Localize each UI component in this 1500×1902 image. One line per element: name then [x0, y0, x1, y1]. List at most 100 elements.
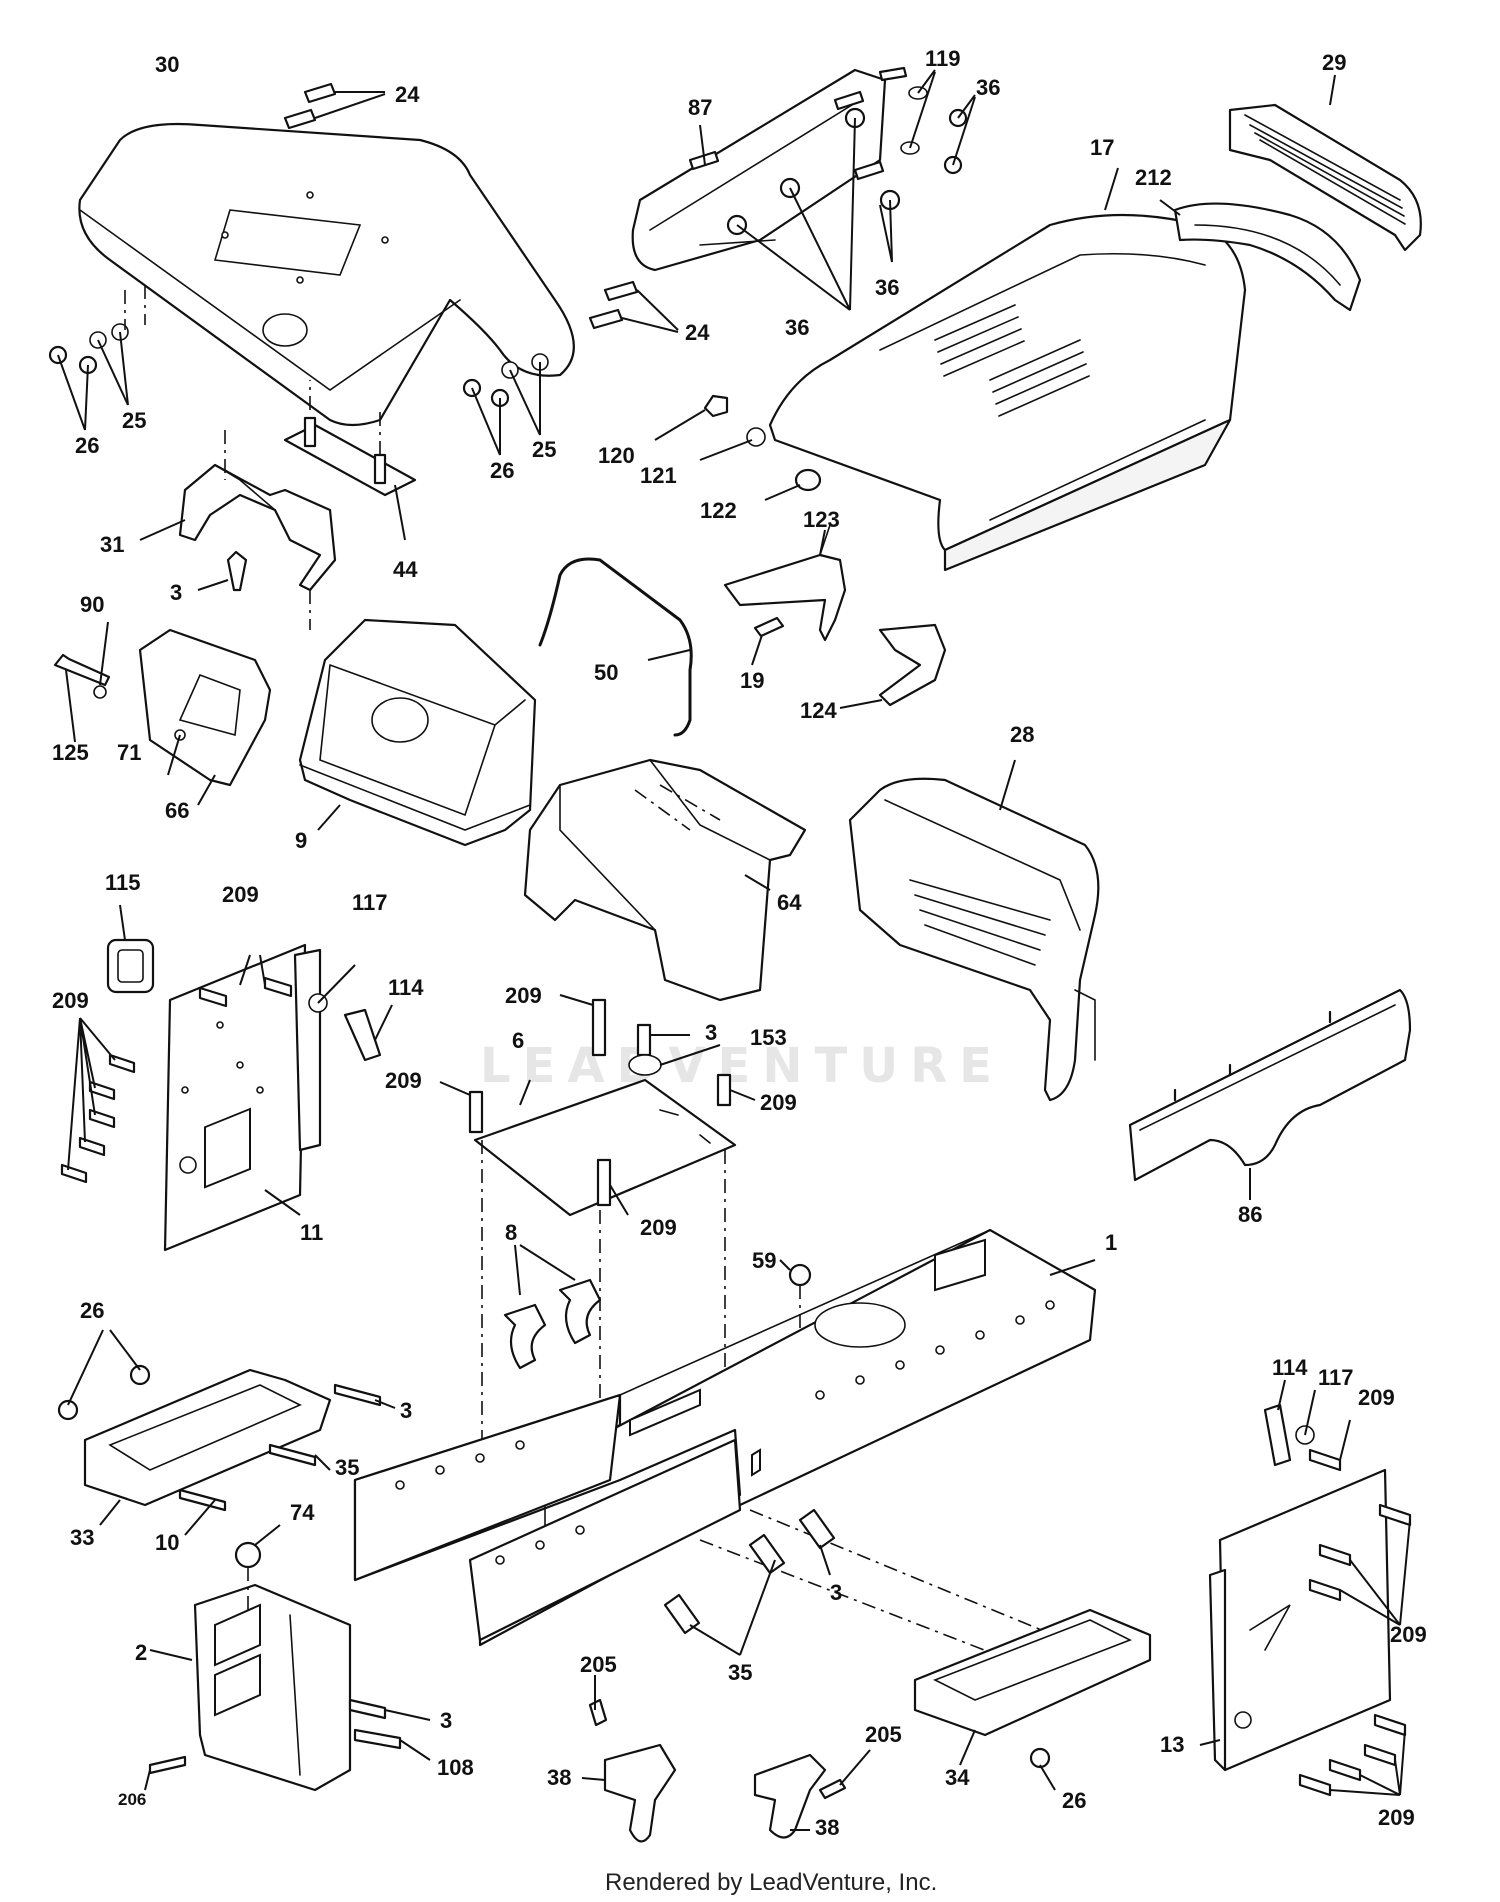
callout-87: 87	[688, 95, 712, 120]
part-87-mount-bracket	[631, 68, 901, 272]
callout-38: 38	[815, 1815, 839, 1840]
part-38-pedal-right	[753, 1749, 871, 1839]
callout-123: 123	[803, 507, 840, 532]
callout-31: 31	[100, 532, 124, 557]
callout-114: 114	[388, 975, 424, 1000]
part-86-cover	[1128, 988, 1412, 1200]
callout-209: 209	[385, 1068, 422, 1093]
callout-3: 3	[400, 1398, 412, 1423]
part-124-bracket	[839, 623, 947, 709]
callout-212: 212	[1135, 165, 1172, 190]
part-3-screw-bracket	[197, 550, 248, 592]
callout-8: 8	[505, 1220, 517, 1245]
callout-33: 33	[70, 1525, 94, 1550]
callout-36: 36	[785, 315, 809, 340]
part-24-bolts-top	[283, 82, 386, 130]
callout-209: 209	[52, 988, 89, 1013]
callout-44: 44	[393, 557, 418, 582]
part-209-153-center-hardware	[439, 994, 756, 1216]
part-34-footrest	[913, 1608, 1152, 1791]
part-1-main-frame	[353, 1228, 1097, 1661]
callout-209: 209	[640, 1215, 677, 1240]
callout-125: 125	[52, 740, 89, 765]
part-66-plate	[138, 628, 272, 806]
part-31-bracket	[139, 430, 337, 630]
callout-209: 209	[222, 882, 259, 907]
callout-38: 38	[547, 1765, 571, 1790]
part-74-nut	[234, 1524, 281, 1610]
part-119-36-washers-nuts	[736, 66, 976, 311]
callout-26: 26	[80, 1298, 104, 1323]
render-credit: Rendered by LeadVenture, Inc.	[605, 1869, 937, 1896]
part-44-stud-plate	[283, 380, 417, 541]
part-209-117-114-left-hardware	[60, 954, 393, 1184]
callout-1: 1	[1105, 1230, 1117, 1255]
callout-28: 28	[1010, 722, 1034, 747]
part-64-tray	[523, 758, 807, 1002]
callout-labels: 30 24 87 119 36 29 17 212 36 36 24 25 26…	[52, 46, 1427, 1840]
part-209-117-114-right-hardware	[1263, 1379, 1412, 1797]
part-125-bolt	[53, 621, 181, 776]
callout-50: 50	[594, 660, 618, 685]
part-123-bracket	[723, 524, 847, 642]
part-29-grille	[1228, 74, 1422, 252]
callout-209: 209	[1378, 1805, 1415, 1830]
callout-36: 36	[976, 75, 1000, 100]
callout-86: 86	[1238, 1202, 1262, 1227]
callout-90: 90	[80, 592, 104, 617]
callout-71: 71	[117, 740, 141, 765]
callout-2: 2	[135, 1640, 147, 1665]
callout-209: 209	[505, 983, 542, 1008]
callout-30: 30	[155, 52, 179, 77]
part-3-108-206-hardware	[144, 1698, 431, 1791]
callout-205: 205	[580, 1652, 617, 1677]
part-59-nut	[779, 1259, 812, 1340]
callout-205: 205	[865, 1722, 902, 1747]
callout-36: 36	[875, 275, 899, 300]
callout-153: 153	[750, 1025, 787, 1050]
callout-209: 209	[1358, 1385, 1395, 1410]
callout-209: 209	[760, 1090, 797, 1115]
part-11-side-panel	[163, 943, 322, 1252]
part-38-pedal-left	[581, 1675, 677, 1843]
callout-117: 117	[352, 890, 388, 915]
callout-115: 115	[105, 870, 141, 895]
callout-59: 59	[752, 1248, 776, 1273]
callout-24: 24	[395, 82, 420, 107]
callout-11: 11	[300, 1220, 323, 1245]
watermark-text: LEADVENTURE	[480, 1038, 1004, 1094]
part-120-122-hardware	[654, 394, 822, 501]
part-30-dash-cover	[78, 122, 575, 427]
callout-29: 29	[1322, 50, 1346, 75]
part-50-rod	[538, 557, 693, 737]
part-8-clips	[503, 1244, 602, 1370]
callout-206: 206	[118, 1790, 146, 1809]
part-24-bolts-right	[588, 280, 679, 333]
part-6-center-plate	[473, 1078, 737, 1440]
callout-66: 66	[165, 798, 189, 823]
callout-122: 122	[700, 498, 737, 523]
part-9-console	[298, 618, 537, 847]
callout-26: 26	[1062, 1788, 1086, 1813]
part-115-grommet	[106, 904, 155, 994]
part-212-grille-insert	[1159, 199, 1362, 312]
callout-3: 3	[170, 580, 182, 605]
callout-35: 35	[335, 1455, 359, 1480]
part-25-26-nuts-left	[48, 285, 146, 431]
callout-3: 3	[440, 1708, 452, 1733]
callout-26: 26	[490, 458, 514, 483]
callout-117: 117	[1318, 1365, 1354, 1390]
callout-121: 121	[640, 463, 677, 488]
callout-13: 13	[1160, 1732, 1184, 1757]
part-33-footrest	[83, 1368, 332, 1526]
part-28-fender	[848, 759, 1100, 1102]
callout-10: 10	[155, 1530, 179, 1555]
callout-34: 34	[945, 1765, 970, 1790]
callout-19: 19	[740, 668, 764, 693]
callout-209: 209	[1390, 1622, 1427, 1647]
callout-114: 114	[1272, 1355, 1308, 1380]
callout-9: 9	[295, 828, 307, 853]
callout-3: 3	[705, 1020, 717, 1045]
part-19-bolt	[751, 616, 785, 666]
